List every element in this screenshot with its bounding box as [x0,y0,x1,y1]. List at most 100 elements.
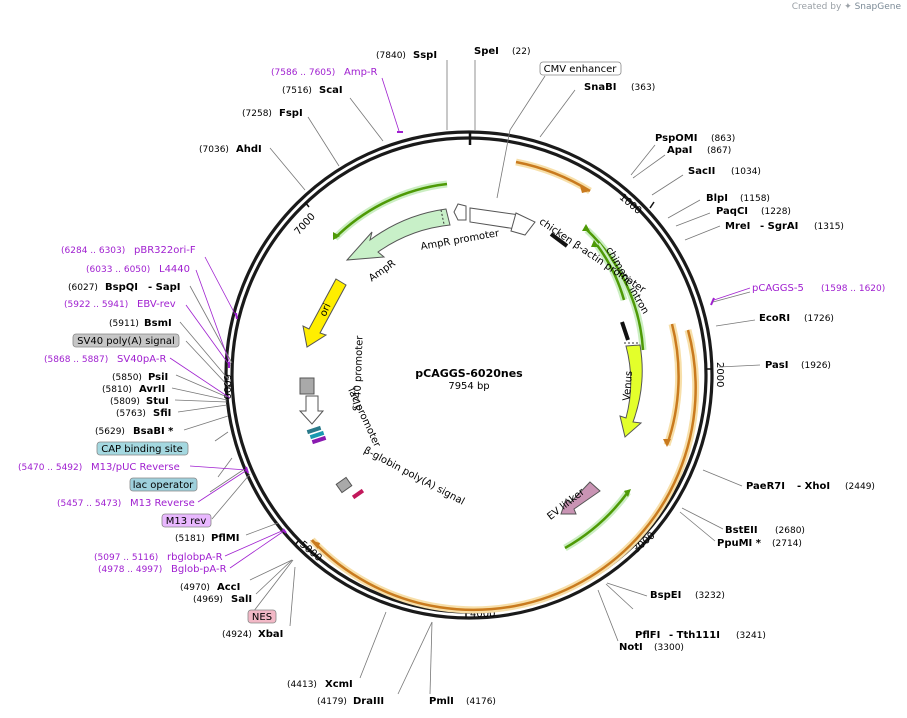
leader-line [255,559,293,595]
green-arrow-intron-inner [595,244,626,301]
leader-line [496,75,546,199]
site-position: (1158) [740,194,770,204]
site-position: (5911) [109,319,139,329]
primer-leader-lines [169,77,751,569]
sv40-promoter-arrow [298,395,325,425]
tick-mark [294,539,300,546]
primers: (7586 .. 7605) Amp-R pCAGGS-5 (1598 .. 1… [18,67,885,575]
feature-label-ampr: AmpR [367,258,398,284]
leader-line [539,89,576,138]
leader-line [183,415,229,431]
site-position: (2714) [772,539,802,549]
large-cds-arrow [311,329,697,612]
primer-range: (4978 .. 4997) [98,565,162,575]
primer-leader [195,269,231,365]
primer-range: (6033 .. 6050) [86,265,150,275]
site-position: (7258) [242,109,272,119]
site-name: PmlI [429,696,454,707]
site-name: MreI [725,221,750,232]
ev-linker-arrow [560,481,601,515]
feature-label-beta-globin-polya: β-globin poly(A) signal [362,445,466,508]
primer-leader [713,287,751,301]
leader-line [179,321,230,381]
leader-line [630,144,656,176]
green-arrow-intron-outer [586,229,645,351]
site-position: (5629) [95,427,125,437]
site-position: (3300) [654,643,684,653]
leader-line [209,469,244,493]
leader-line [429,621,433,695]
primer-range: (1598 .. 1620) [821,284,885,294]
position-ticks: 1000 2000 3000 4000 5000 6000 7000 [221,192,725,620]
primer-name: pBR322ori-F [134,245,196,256]
site-position: (1034) [731,167,761,177]
site-position: (1726) [804,314,834,324]
site-name: BspEI [650,590,681,601]
site-name: XbaI [258,629,283,640]
leader-line [211,473,251,520]
cap-site-mark [309,430,325,440]
boxed-label-text: NES [252,612,272,623]
site-position: (1315) [814,222,844,232]
primer-range: (5868 .. 5887) [44,355,108,365]
arrow-head [663,439,671,447]
primer-leader [224,529,285,557]
arrow-head [591,240,599,247]
site-position: (4924) [222,630,252,640]
site-position: (1926) [801,361,831,371]
site-name: BspQI [105,282,138,293]
site-position: (5763) [116,409,146,419]
leader-line [217,457,233,478]
primer-leader [204,256,237,317]
credit-prefix: Created by [791,2,842,12]
label-box [161,513,212,528]
leader-line [397,621,433,695]
primer-name: L4440 [159,264,190,275]
primer-name: M13/pUC Reverse [91,462,180,473]
lac-operator-mark [306,425,322,435]
site-position: (5810) [102,385,132,395]
primer-name: EBV-rev [137,299,176,310]
site-position: (6027) [68,283,98,293]
site-name: NotI [619,642,643,653]
primer-mark [235,312,238,320]
site-position: (1228) [761,207,791,217]
site-name: ApaI [667,145,692,156]
site-name: ScaI [319,85,343,96]
credit: Created by ✦ SnapGene [792,2,901,12]
arrow-head [310,540,320,549]
tick-label-6000: 6000 [221,374,232,399]
boxed-label-text: CAP binding site [101,444,183,455]
site-position: (2449) [845,482,875,492]
sv40-polya-box [299,377,315,395]
primer-range: (5922 .. 5941) [64,300,128,310]
leader-line [667,199,701,219]
site-name: AhdI [236,144,262,155]
site-name: PaqCI [716,206,748,217]
restriction-sites: SpeI (22) SnaBI (363) PspOMI (863) ApaI … [68,46,875,707]
primer-range: (7586 .. 7605) [271,68,335,78]
cmv-enhancer-arrow [515,160,591,193]
leader-line [249,559,293,581]
site-name: AvrII [139,384,165,395]
site-position: (4969) [193,595,223,605]
m13-rev-mark [311,435,327,445]
leader-line [606,582,648,597]
leader-line [249,559,294,617]
boxed-label-nes: NES [247,609,277,624]
site-name: SnaBI [584,82,616,93]
primer-leader [189,465,248,471]
site-name: SpeI [474,46,499,57]
label-box [96,441,189,456]
leader-line [245,522,279,536]
leader-line [684,225,721,241]
site-name-2: - XhoI [797,481,830,492]
leader-line [651,174,684,196]
chicken-actin-promoter-arrowhead [510,212,536,236]
boxed-label-text: lac operator [133,480,194,491]
arrow-head [582,224,590,231]
label-box [247,609,277,624]
leader-line [269,147,306,191]
feature-label-sv40-promoter: SV40 promoter [352,335,366,412]
